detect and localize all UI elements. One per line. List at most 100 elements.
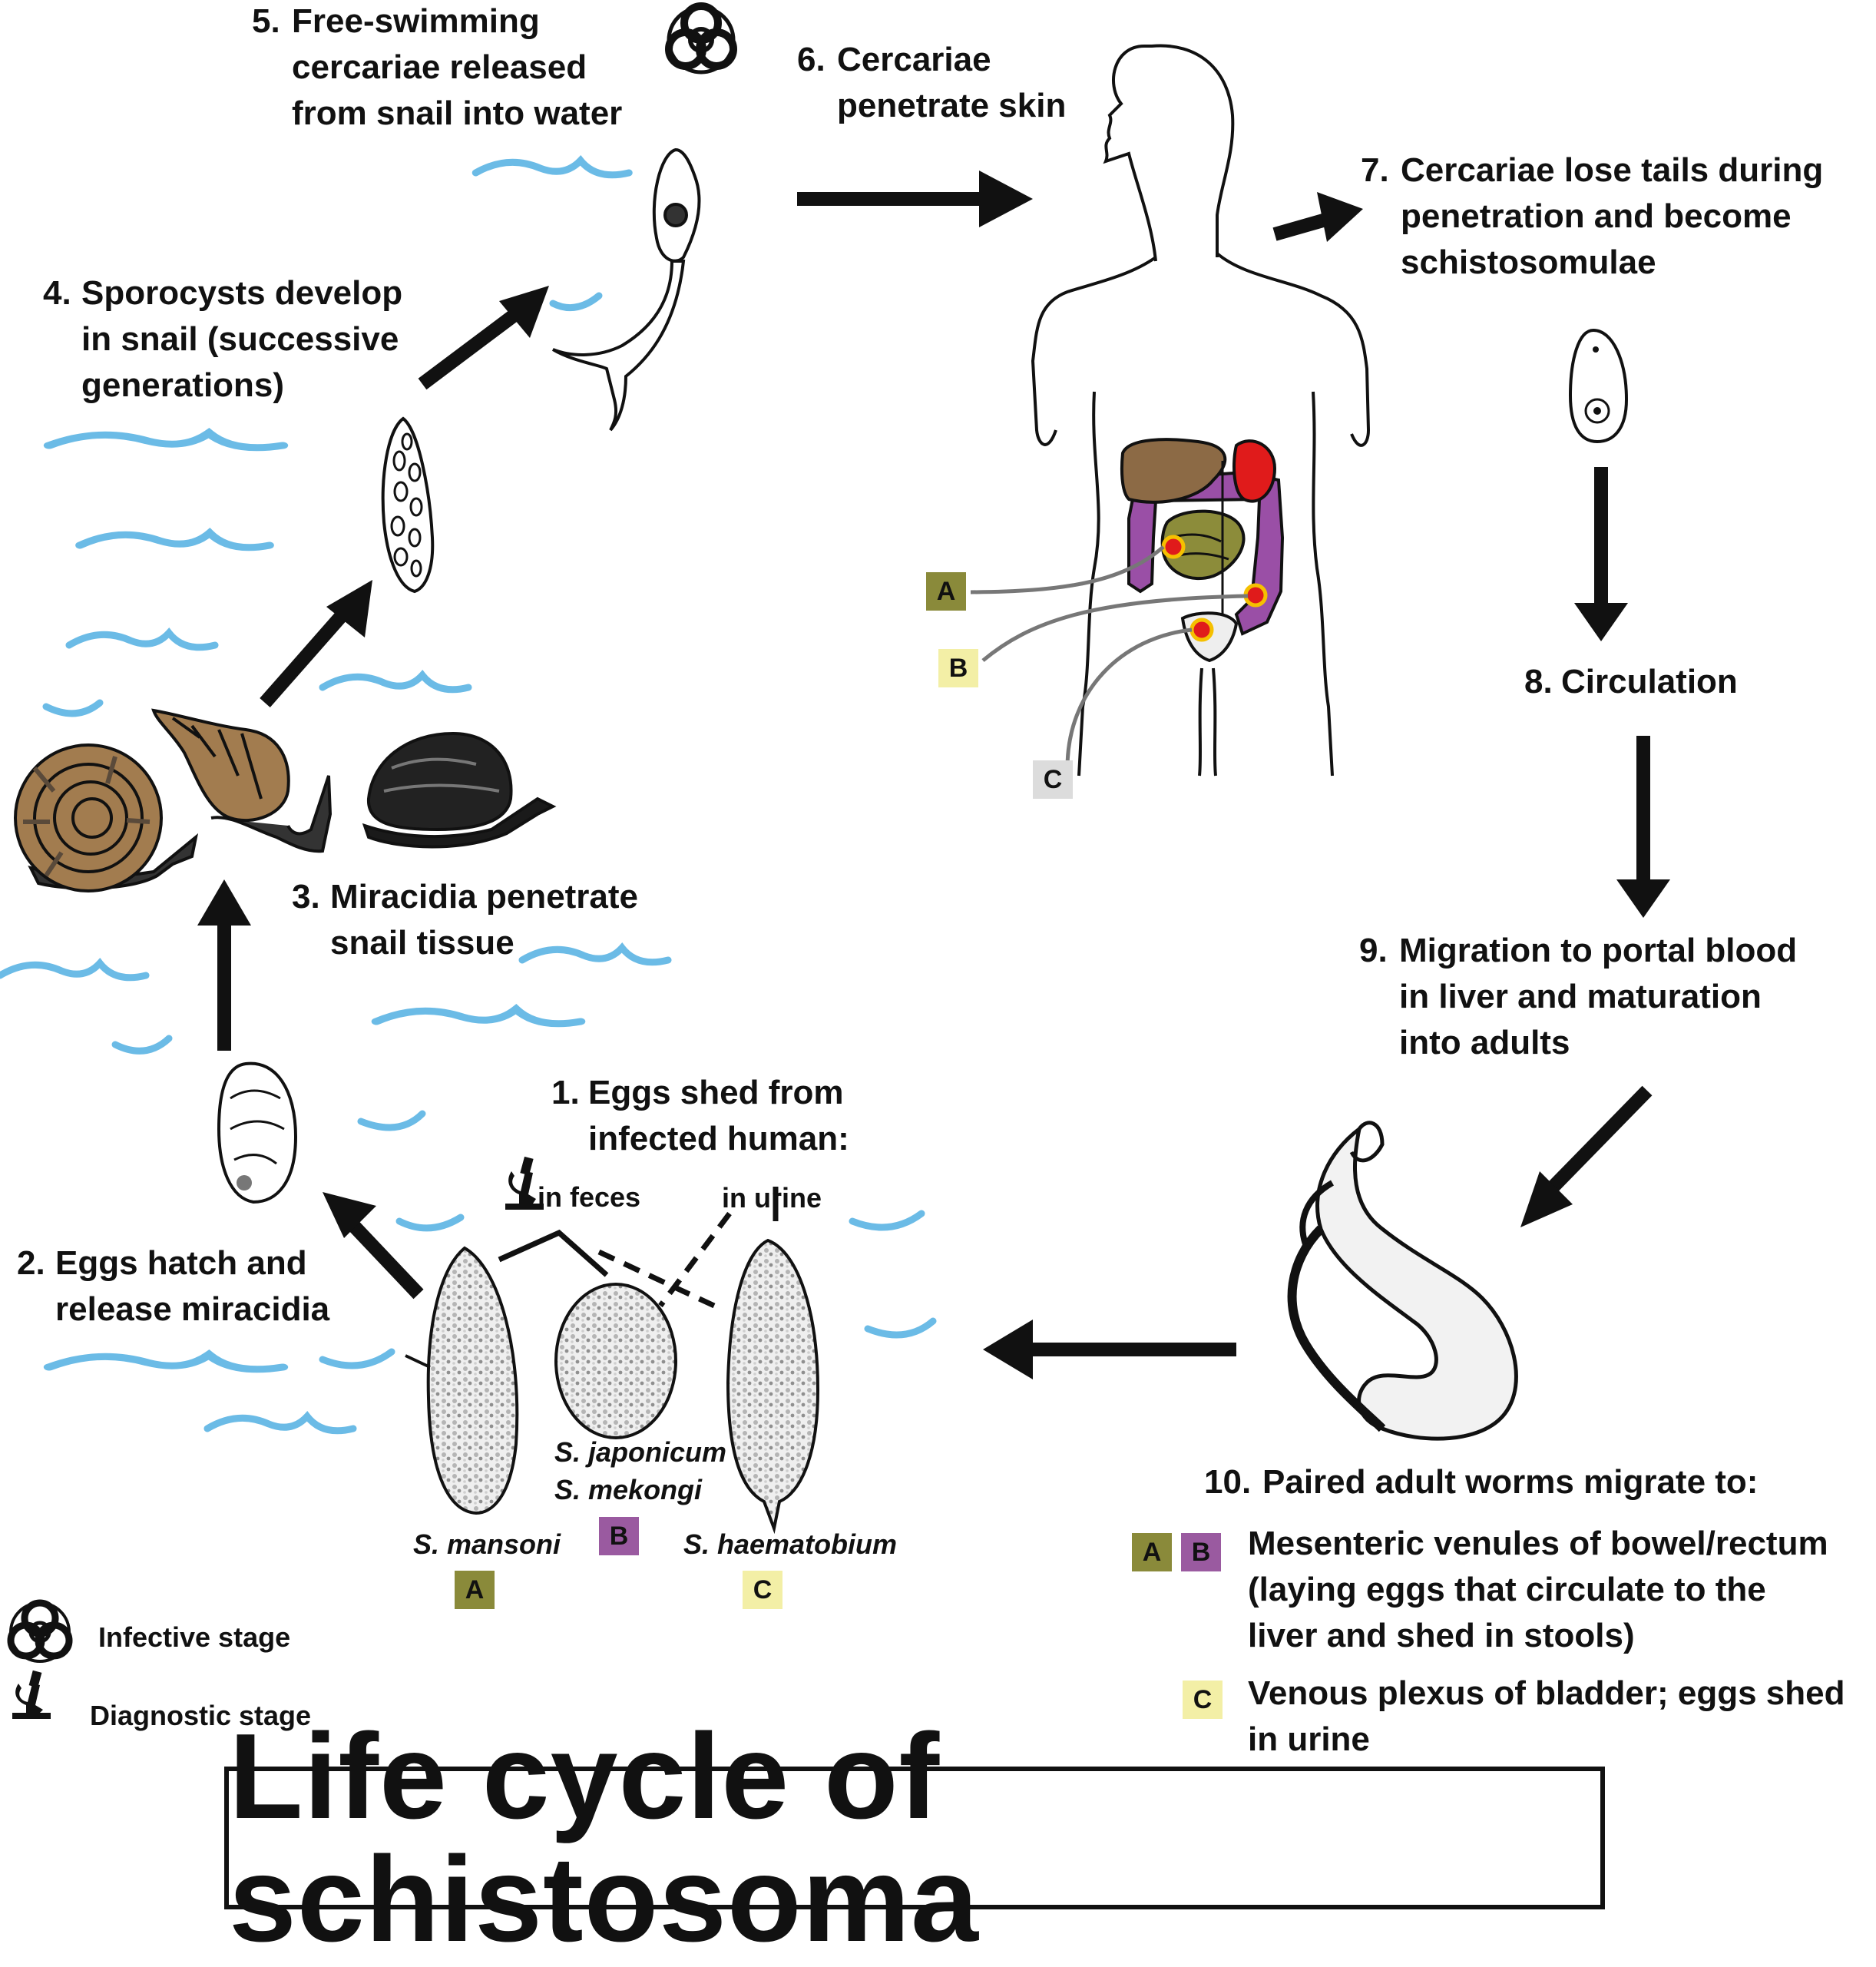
life-cycle-diagram <box>0 2 1670 1719</box>
legend-microscope-icon <box>12 1670 51 1719</box>
species-s-japonicum: S. japonicum <box>554 1436 727 1468</box>
arrow-migration-to-worms <box>1520 1085 1653 1227</box>
wave <box>69 633 215 647</box>
step-text-line: release miracidia <box>55 1290 330 1328</box>
step-5-label: 5. Free-swimming cercariae released from… <box>252 0 622 137</box>
badge-c: C <box>1183 1681 1223 1719</box>
miracidium-illustration <box>217 1061 298 1204</box>
step-7-label: 7. Cercariae lose tails during penetrati… <box>1361 147 1823 286</box>
step-number: 5. <box>252 2 280 40</box>
arrow-circulation-to-migration <box>1616 736 1670 918</box>
arrow-eggs-to-miracidia <box>323 1192 424 1300</box>
route-feces-label: in feces <box>538 1181 641 1213</box>
egg-s-haematobium <box>726 1238 820 1535</box>
step-text-line: Circulation <box>1561 663 1738 700</box>
cercaria-illustration <box>551 147 701 432</box>
step-9-label: 9. Migration to portal blood in liver an… <box>1359 928 1797 1066</box>
wave <box>207 1416 353 1431</box>
step-text-line: cercariae released <box>292 48 587 86</box>
page-title: Life cycle of schistosoma <box>229 1709 979 1967</box>
water-waves <box>0 161 937 1431</box>
step-number: 8. <box>1524 663 1553 700</box>
wave <box>323 675 468 690</box>
wave <box>376 1009 581 1024</box>
step-1-label: 1. Eggs shed from infected human: <box>551 1070 849 1162</box>
legend-infective-label: Infective stage <box>98 1621 291 1653</box>
wave <box>80 533 270 548</box>
cycle-arrows <box>197 171 1670 1379</box>
step-text-line: infected human: <box>588 1120 849 1157</box>
step-number: 3. <box>292 878 320 916</box>
step-text-line: penetration and become <box>1401 197 1792 235</box>
step-text-line: Migration to portal blood <box>1399 932 1798 969</box>
step-number: 4. <box>43 274 71 312</box>
badge-leader-lines <box>970 545 1249 769</box>
step-text-line: snail tissue <box>330 924 514 962</box>
schistosomulum-illustration <box>1568 328 1629 444</box>
route-lines <box>498 1187 779 1309</box>
liver <box>1120 438 1227 504</box>
step-text-line: penetrate skin <box>837 87 1067 124</box>
egg-illustrations <box>405 1238 820 1535</box>
step-number: 6. <box>797 41 826 78</box>
wave <box>476 161 629 175</box>
destination-text-line: liver and shed in stools) <box>1248 1617 1635 1654</box>
site-marker-a <box>1161 535 1186 559</box>
species-s-haematobium: S. haematobium <box>683 1528 898 1560</box>
step-text-line: in snail (successive <box>81 320 399 358</box>
badge-a: A <box>455 1571 495 1609</box>
badge-c: C <box>1033 760 1073 799</box>
arrow-schistosomulae-to-circulation <box>1574 467 1628 641</box>
step-6-label: 6. Cercariae penetrate skin <box>797 37 1066 129</box>
destination-c: Venous plexus of bladder; eggs shed in u… <box>1248 1671 1845 1763</box>
step-text-line: generations) <box>81 366 285 404</box>
species-s-mansoni: S. mansoni <box>413 1528 561 1560</box>
badge-a: A <box>926 572 966 611</box>
human-body-illustration <box>1031 44 1371 777</box>
step-number: 1. <box>551 1074 580 1111</box>
badge-c: C <box>743 1571 782 1609</box>
arrow-cercariae-to-human <box>797 171 1033 227</box>
dark-snail <box>362 731 557 849</box>
wave <box>49 1355 283 1369</box>
species-s-mekongi: S. mekongi <box>554 1474 703 1505</box>
destination-ab: Mesenteric venules of bowel/rectum (layi… <box>1248 1521 1828 1659</box>
biohazard-icon <box>665 2 737 75</box>
site-marker-c <box>1189 618 1214 642</box>
step-number: 10. <box>1204 1463 1252 1501</box>
egg-s-mansoni <box>405 1246 519 1515</box>
destination-text-line: (laying eggs that circulate to the <box>1248 1571 1766 1608</box>
arrow-human-to-schistosomulae <box>1272 192 1363 242</box>
site-marker-b <box>1243 583 1268 608</box>
step-2-label: 2. Eggs hatch and release miracidia <box>17 1240 329 1333</box>
wave <box>0 963 146 978</box>
step-text-line: into adults <box>1399 1024 1570 1061</box>
step-3-label: 3. Miracidia penetrate snail tissue <box>292 874 638 966</box>
step-text-line: Cercariae <box>837 41 991 78</box>
step-number: 7. <box>1361 151 1389 189</box>
step-text-line: Eggs shed from <box>588 1074 844 1111</box>
badge-b: B <box>938 649 978 687</box>
step-text-line: Paired adult worms migrate to: <box>1262 1463 1759 1501</box>
step-number: 2. <box>17 1244 45 1282</box>
legend-biohazard-icon <box>7 1599 73 1663</box>
badge-b: B <box>1181 1533 1221 1571</box>
badge-a: A <box>1132 1533 1172 1571</box>
step-4-label: 4. Sporocysts develop in snail (successi… <box>43 270 402 409</box>
step-10-label: 10. Paired adult worms migrate to: <box>1204 1459 1758 1505</box>
step-text-line: Eggs hatch and <box>55 1244 307 1282</box>
step-text-line: Sporocysts develop <box>81 274 403 312</box>
route-urine-label: in urine <box>722 1182 822 1214</box>
spleen <box>1232 439 1277 503</box>
wave <box>49 433 283 448</box>
conical-snail <box>151 708 333 853</box>
abdominal-organs <box>1120 438 1285 663</box>
badge-b: B <box>599 1517 639 1555</box>
sporocyst-illustration <box>381 416 435 594</box>
adult-worm-pair-illustration <box>1287 1121 1518 1441</box>
step-8-label: 8. Circulation <box>1524 659 1738 705</box>
title-box: Life cycle of schistosoma <box>224 1715 1605 1961</box>
destination-text-line: Venous plexus of bladder; eggs shed <box>1248 1674 1845 1712</box>
destination-text-line: Mesenteric venules of bowel/rectum <box>1248 1525 1828 1562</box>
arrow-snail-to-sporocysts <box>260 580 372 707</box>
